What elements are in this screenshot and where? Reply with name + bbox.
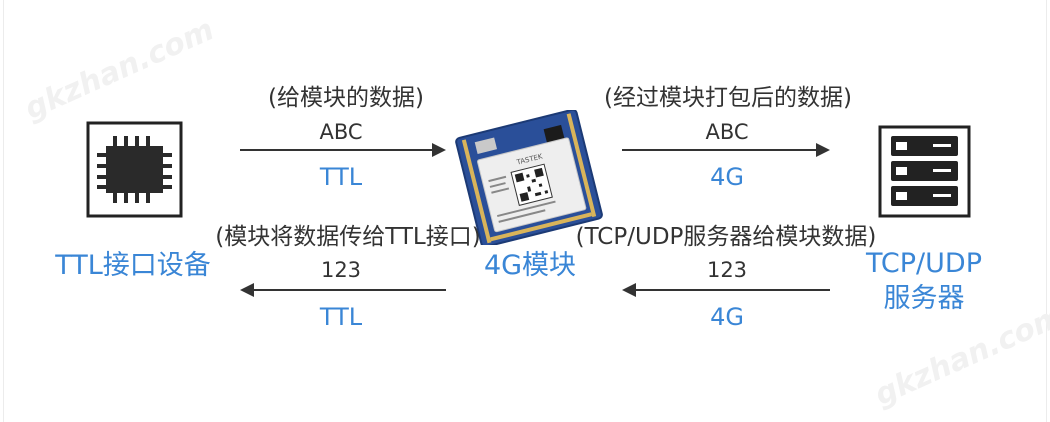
chip-icon	[86, 121, 183, 218]
arrow-device-to-module	[240, 143, 446, 157]
protocol-module-to-device: TTL	[236, 305, 446, 329]
arrow-module-to-device	[240, 283, 446, 297]
data-device-to-module: ABC	[236, 122, 446, 143]
caption-module-to-device: (模块将数据传给TTL接口)	[200, 226, 496, 249]
watermark-bottom-right: gkzhan.com	[870, 298, 1050, 413]
arrow-server-to-module	[622, 283, 830, 297]
server-label-line2: 服务器	[838, 285, 1010, 312]
right-border	[1046, 0, 1047, 422]
ttl-device-label: TTL接口设备	[44, 252, 222, 279]
caption-module-to-server: (经过模块打包后的数据)	[568, 87, 888, 110]
4g-module-label: 4G模块	[455, 252, 605, 279]
server-rack-icon	[878, 125, 971, 218]
arrow-module-to-server	[622, 143, 830, 157]
left-border	[3, 0, 4, 422]
protocol-device-to-module: TTL	[236, 165, 446, 189]
protocol-module-to-server: 4G	[622, 165, 832, 189]
data-server-to-module: 123	[622, 260, 832, 281]
data-module-to-device: 123	[236, 260, 446, 281]
data-module-to-server: ABC	[622, 122, 832, 143]
protocol-server-to-module: 4G	[622, 305, 832, 329]
caption-server-to-module: (TCP/UDP服务器给模块数据)	[556, 226, 896, 249]
caption-device-to-module: (给模块的数据)	[236, 87, 456, 110]
watermark-top-left: gkzhan.com	[20, 12, 220, 127]
server-label-line1: TCP/UDP	[838, 250, 1010, 277]
